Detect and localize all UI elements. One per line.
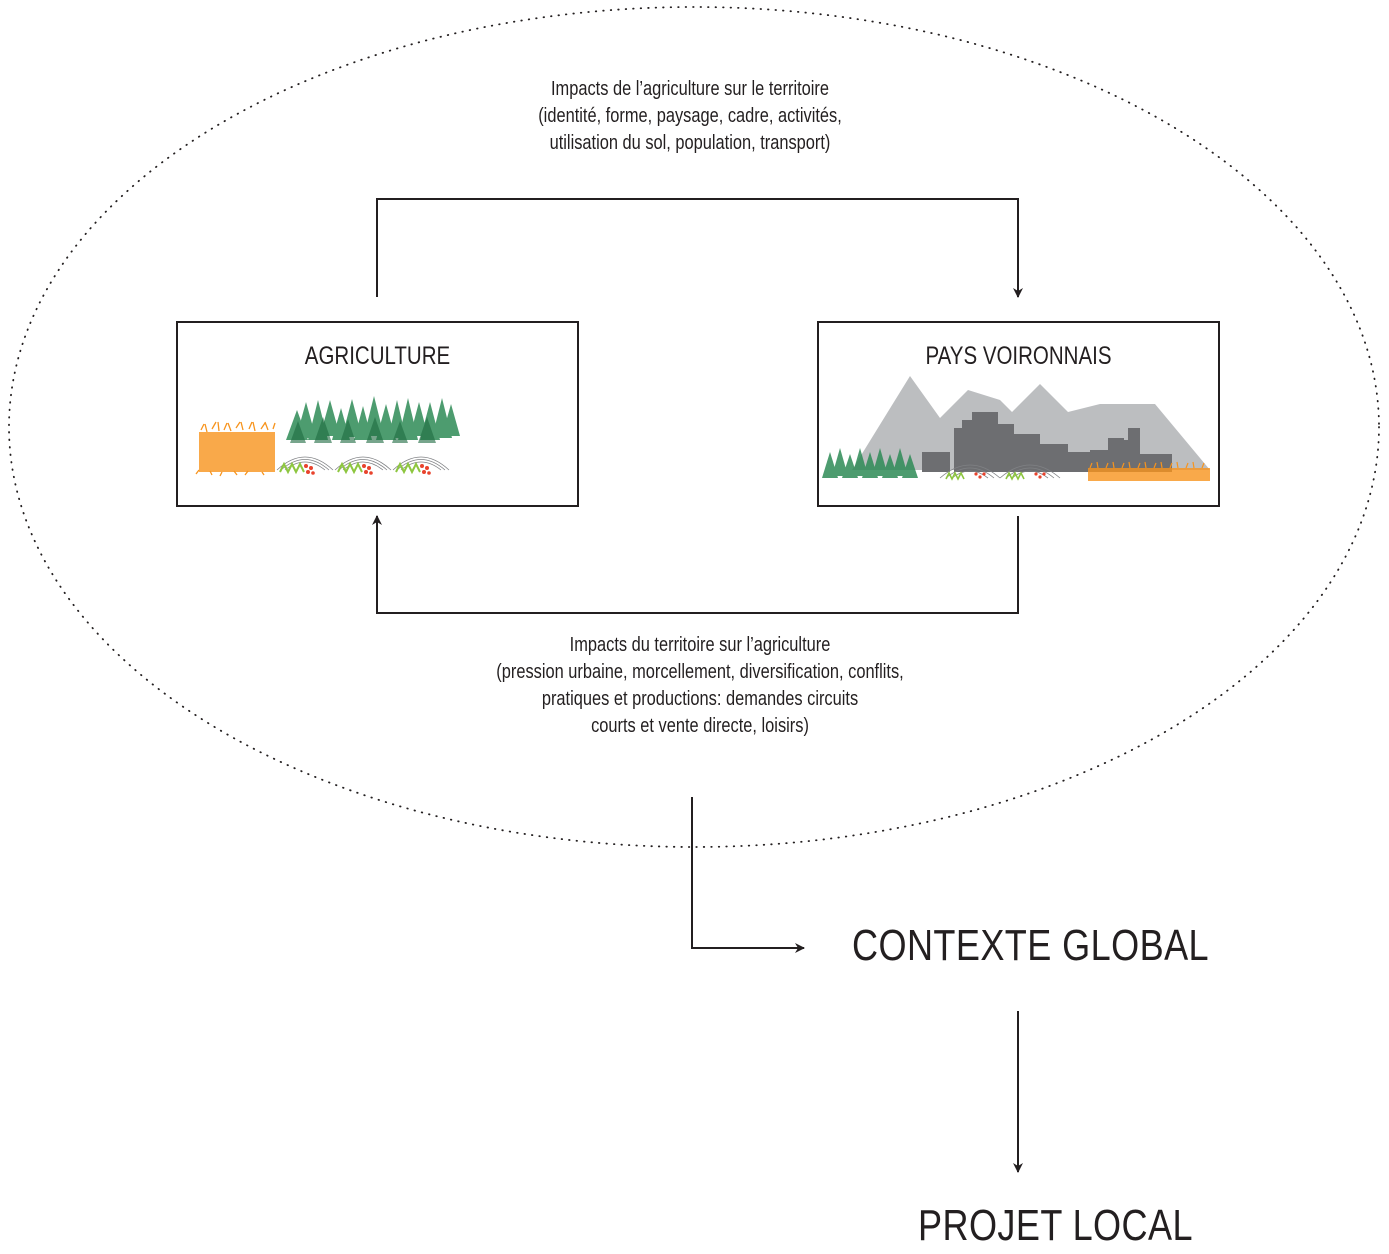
territory-boundary-ellipse [8, 6, 1380, 848]
top-note-line-2: (identité, forme, paysage, cadre, activi… [538, 105, 842, 127]
contexte-global-label: CONTEXTE GLOBAL [852, 921, 1210, 970]
agriculture-title: AGRICULTURE [304, 342, 451, 370]
top-note-line-3: utilisation du sol, population, transpor… [549, 132, 831, 154]
top-note-line-1: Impacts de l’agriculture sur le territoi… [550, 78, 829, 100]
territory-illustration [822, 376, 1210, 481]
bottom-note-line-4: courts et vente directe, loisirs) [591, 715, 809, 737]
arrow-territory-to-agriculture [372, 515, 1019, 614]
small-wheat-field-icon [1088, 461, 1210, 481]
arrow-agriculture-to-territory [376, 198, 1023, 298]
small-vegetables-icon [945, 471, 1046, 481]
city-skyline-icon [922, 412, 1172, 472]
bottom-note-line-1: Impacts du territoire sur l’agriculture [569, 634, 831, 656]
small-forest-icon [822, 448, 918, 478]
wheat-field-icon [195, 421, 276, 477]
bottom-note-line-2: (pression urbaine, morcellement, diversi… [496, 661, 904, 683]
bottom-note-line-3: pratiques et productions: demandes circu… [541, 688, 859, 710]
agriculture-illustration [195, 396, 460, 477]
top-impacts-note: Impacts de l’agriculture sur le territoi… [469, 76, 912, 157]
arrow-to-contexte-global [691, 797, 805, 953]
bottom-impacts-note: Impacts du territoire sur l’agriculture … [405, 632, 995, 740]
vegetable-rows-icon [279, 461, 431, 475]
forest-shadow-icon [290, 417, 436, 443]
territory-title: PAYS VOIRONNAIS [925, 342, 1112, 370]
projet-local-label: PROJET LOCAL [918, 1201, 1193, 1250]
